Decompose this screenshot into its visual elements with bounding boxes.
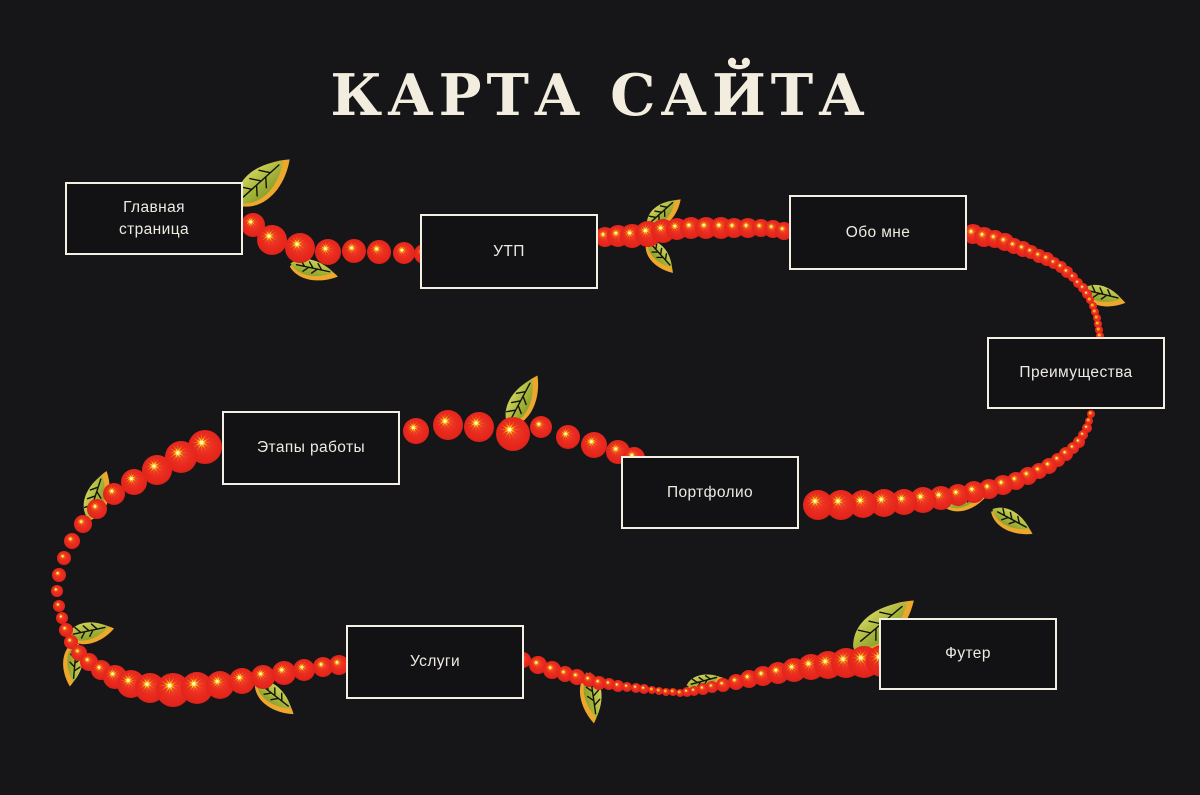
node-about-me[interactable]: Обо мне bbox=[789, 195, 967, 270]
node-main-page[interactable]: Главная страница bbox=[65, 182, 243, 255]
node-about-me-label: Обо мне bbox=[845, 223, 911, 241]
page-title: Карта сайта bbox=[330, 62, 870, 129]
node-services-label: Услуги bbox=[409, 653, 461, 671]
node-advantages[interactable]: Преимущества bbox=[987, 337, 1165, 409]
node-work-stages-label: Этапы работы bbox=[257, 439, 365, 457]
node-services[interactable]: Услуги bbox=[346, 625, 524, 699]
node-usp[interactable]: УТП bbox=[420, 214, 598, 289]
node-portfolio-label: Портфолио bbox=[666, 483, 754, 501]
node-footer-label: Футер bbox=[945, 645, 991, 663]
node-work-stages[interactable]: Этапы работы bbox=[222, 411, 400, 485]
node-main-page-label: Главная страница bbox=[118, 198, 189, 238]
node-footer[interactable]: Футер bbox=[879, 618, 1057, 690]
node-portfolio[interactable]: Портфолио bbox=[621, 456, 799, 529]
node-advantages-label: Преимущества bbox=[1019, 364, 1133, 382]
node-usp-label: УТП bbox=[493, 242, 525, 260]
